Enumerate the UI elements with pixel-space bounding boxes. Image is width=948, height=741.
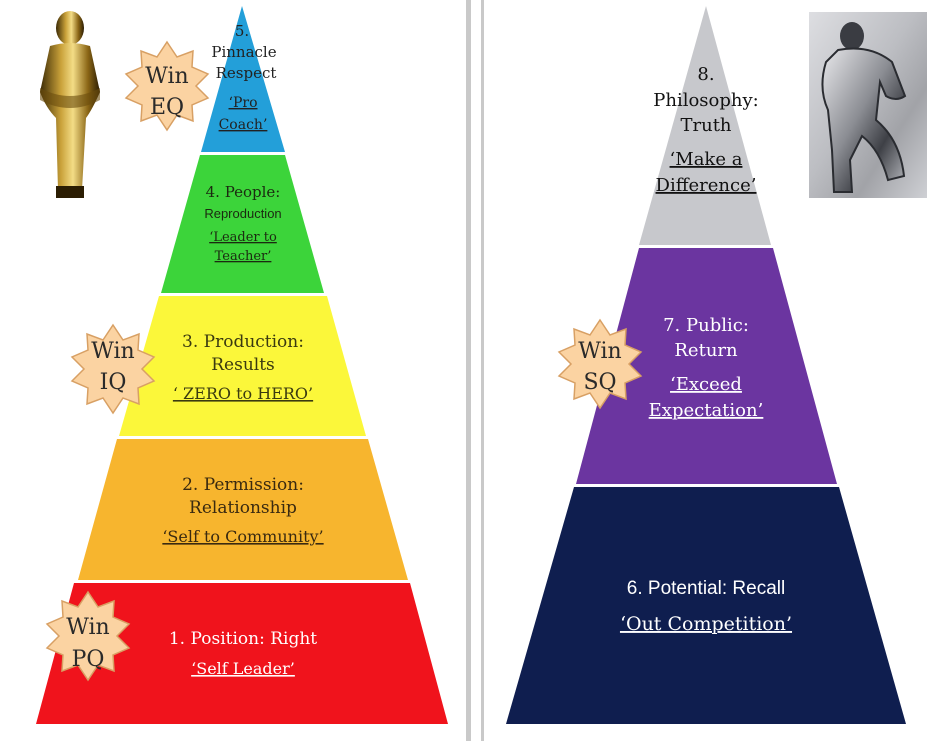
left-level-2-subtitle[interactable]: ‘Self to Community’ xyxy=(162,527,323,546)
left-level-5-subtitle-b[interactable]: Coach’ xyxy=(219,117,268,133)
badge-win-iq-line2: IQ xyxy=(100,370,127,395)
badge-win-pq-line2: PQ xyxy=(72,647,105,672)
right-level-7-subtitle-b[interactable]: Expectation’ xyxy=(649,400,764,421)
center-divider-shadow xyxy=(481,0,484,741)
badge-win-eq-line2: EQ xyxy=(150,95,184,120)
right-level-8-title: 8. xyxy=(697,64,714,85)
badge-win-eq-line1: Win xyxy=(145,64,188,89)
left-level-1-title: 1. Position: Right xyxy=(169,629,317,649)
badge-win-sq: Win SQ xyxy=(557,318,643,410)
right-level-8-subtitle[interactable]: ‘Make a xyxy=(670,149,743,170)
badge-win-eq: Win EQ xyxy=(124,40,210,132)
right-level-8-subtitle-b[interactable]: Difference’ xyxy=(656,175,757,196)
left-level-4-subtitle-b[interactable]: Teacher’ xyxy=(215,249,272,264)
right-level-8-title-c: Truth xyxy=(680,115,731,136)
left-level-3-title-b: Results xyxy=(211,355,275,375)
left-level-4-title-b: Reproduction xyxy=(204,206,281,221)
right-level-6-title: 6. Potential: Recall xyxy=(627,578,785,599)
left-level-5-subtitle[interactable]: ‘Pro xyxy=(229,95,258,111)
left-level-4-subtitle[interactable]: ‘Leader to xyxy=(209,230,277,245)
left-level-5-title-c: Respect xyxy=(216,64,277,82)
left-level-5 xyxy=(201,6,285,152)
left-level-5-title: 5. xyxy=(235,22,249,40)
metallic-sculpture-figure-icon xyxy=(809,12,927,198)
right-level-7 xyxy=(576,248,837,484)
golden-trophy-statue-icon xyxy=(30,6,110,201)
left-level-3 xyxy=(119,296,366,436)
right-level-8-title-b: Philosophy: xyxy=(653,90,758,111)
badge-win-iq: Win IQ xyxy=(70,323,156,415)
badge-win-iq-line1: Win xyxy=(91,339,134,364)
left-level-2-title-b: Relationship xyxy=(189,498,297,518)
left-level-3-subtitle[interactable]: ‘ ZERO to HERO’ xyxy=(173,384,313,403)
left-pyramid xyxy=(36,6,448,724)
right-level-7-subtitle[interactable]: ‘Exceed xyxy=(670,374,742,395)
right-level-8 xyxy=(639,6,771,245)
right-level-7-title-b: Return xyxy=(674,340,738,361)
left-level-2 xyxy=(78,439,408,580)
right-level-6-subtitle[interactable]: ‘Out Competition’ xyxy=(620,613,792,635)
badge-win-sq-line2: SQ xyxy=(583,370,616,395)
badge-win-sq-line1: Win xyxy=(578,339,621,364)
left-level-3-title: 3. Production: xyxy=(182,332,304,352)
right-level-6 xyxy=(506,487,906,724)
right-pyramid xyxy=(506,6,906,724)
left-level-5-title-b: Pinnacle xyxy=(211,43,276,61)
center-divider xyxy=(466,0,471,741)
left-level-4 xyxy=(161,155,324,293)
left-level-1 xyxy=(36,583,448,724)
badge-win-pq: Win PQ xyxy=(45,590,131,682)
right-level-7-title: 7. Public: xyxy=(663,315,749,336)
left-level-1-subtitle[interactable]: ‘Self Leader’ xyxy=(191,659,295,678)
left-level-4-title: 4. People: xyxy=(206,183,281,201)
badge-win-pq-line1: Win xyxy=(66,615,109,640)
left-level-2-title: 2. Permission: xyxy=(182,475,304,495)
